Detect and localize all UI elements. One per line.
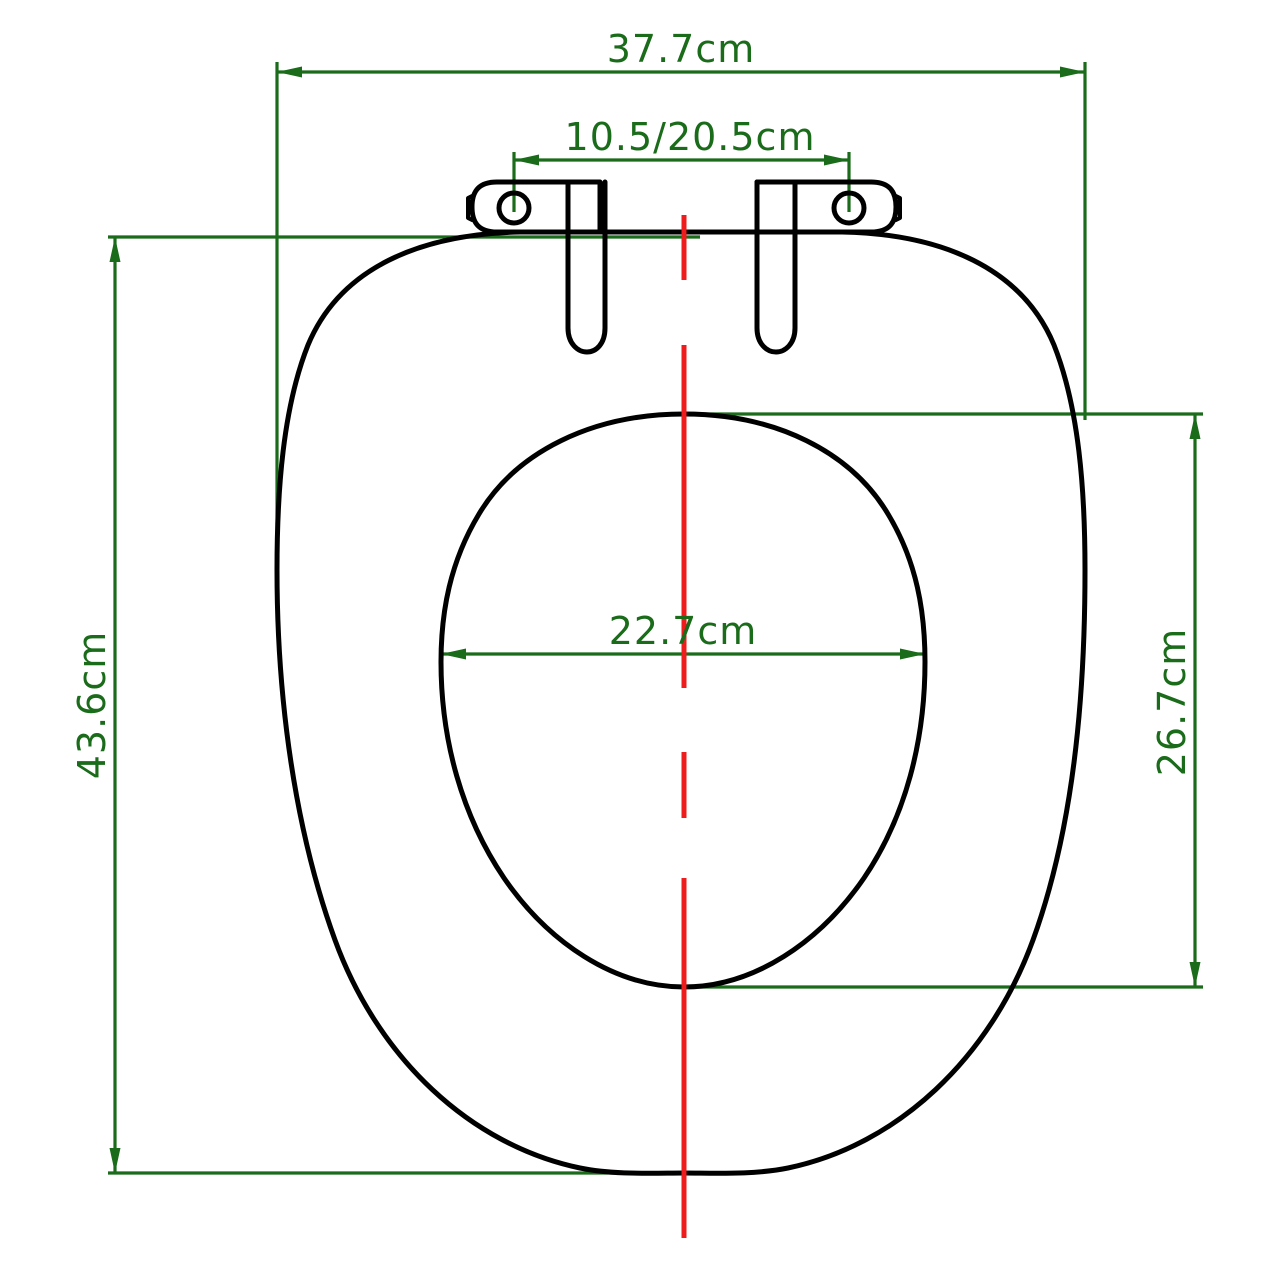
hinge-arm-right <box>754 179 798 355</box>
arrow-length-top <box>109 237 121 262</box>
dimension-text-layer: 37.7cm 10.5/20.5cm 43.6cm 26.7cm 22.7cm <box>70 27 1194 779</box>
arrow-hinge-right <box>824 154 849 166</box>
hinge-hole-left <box>496 190 532 226</box>
hinge-plate-right-nub <box>894 194 902 222</box>
dim-label-opening-width: 22.7cm <box>609 609 758 653</box>
dim-label-opening-length: 26.7cm <box>1150 628 1194 777</box>
arrow-hinge-left <box>514 154 539 166</box>
arrow-width-left <box>277 66 302 78</box>
arrow-opening-width-left <box>441 648 466 660</box>
arrow-opening-top <box>1189 414 1201 439</box>
arrow-width-right <box>1060 66 1085 78</box>
hinge-arm-left <box>565 179 608 355</box>
seat-outline <box>274 229 1088 1176</box>
hinge-plate-left-nub <box>466 194 474 222</box>
arrow-length-bottom <box>109 1148 121 1173</box>
arrow-opening-bottom <box>1189 962 1201 987</box>
hinge-hole-right <box>831 190 867 226</box>
part-outline-layer <box>274 179 1088 1176</box>
dim-label-overall-length: 43.6cm <box>70 631 114 780</box>
dim-label-hinge-spacing: 10.5/20.5cm <box>565 115 816 159</box>
dim-label-overall-width: 37.7cm <box>607 27 756 71</box>
dimension-layer <box>108 62 1203 1175</box>
hinge-plate-right <box>754 179 899 235</box>
hinge-plate-left <box>469 179 603 235</box>
arrow-opening-width-right <box>900 648 925 660</box>
